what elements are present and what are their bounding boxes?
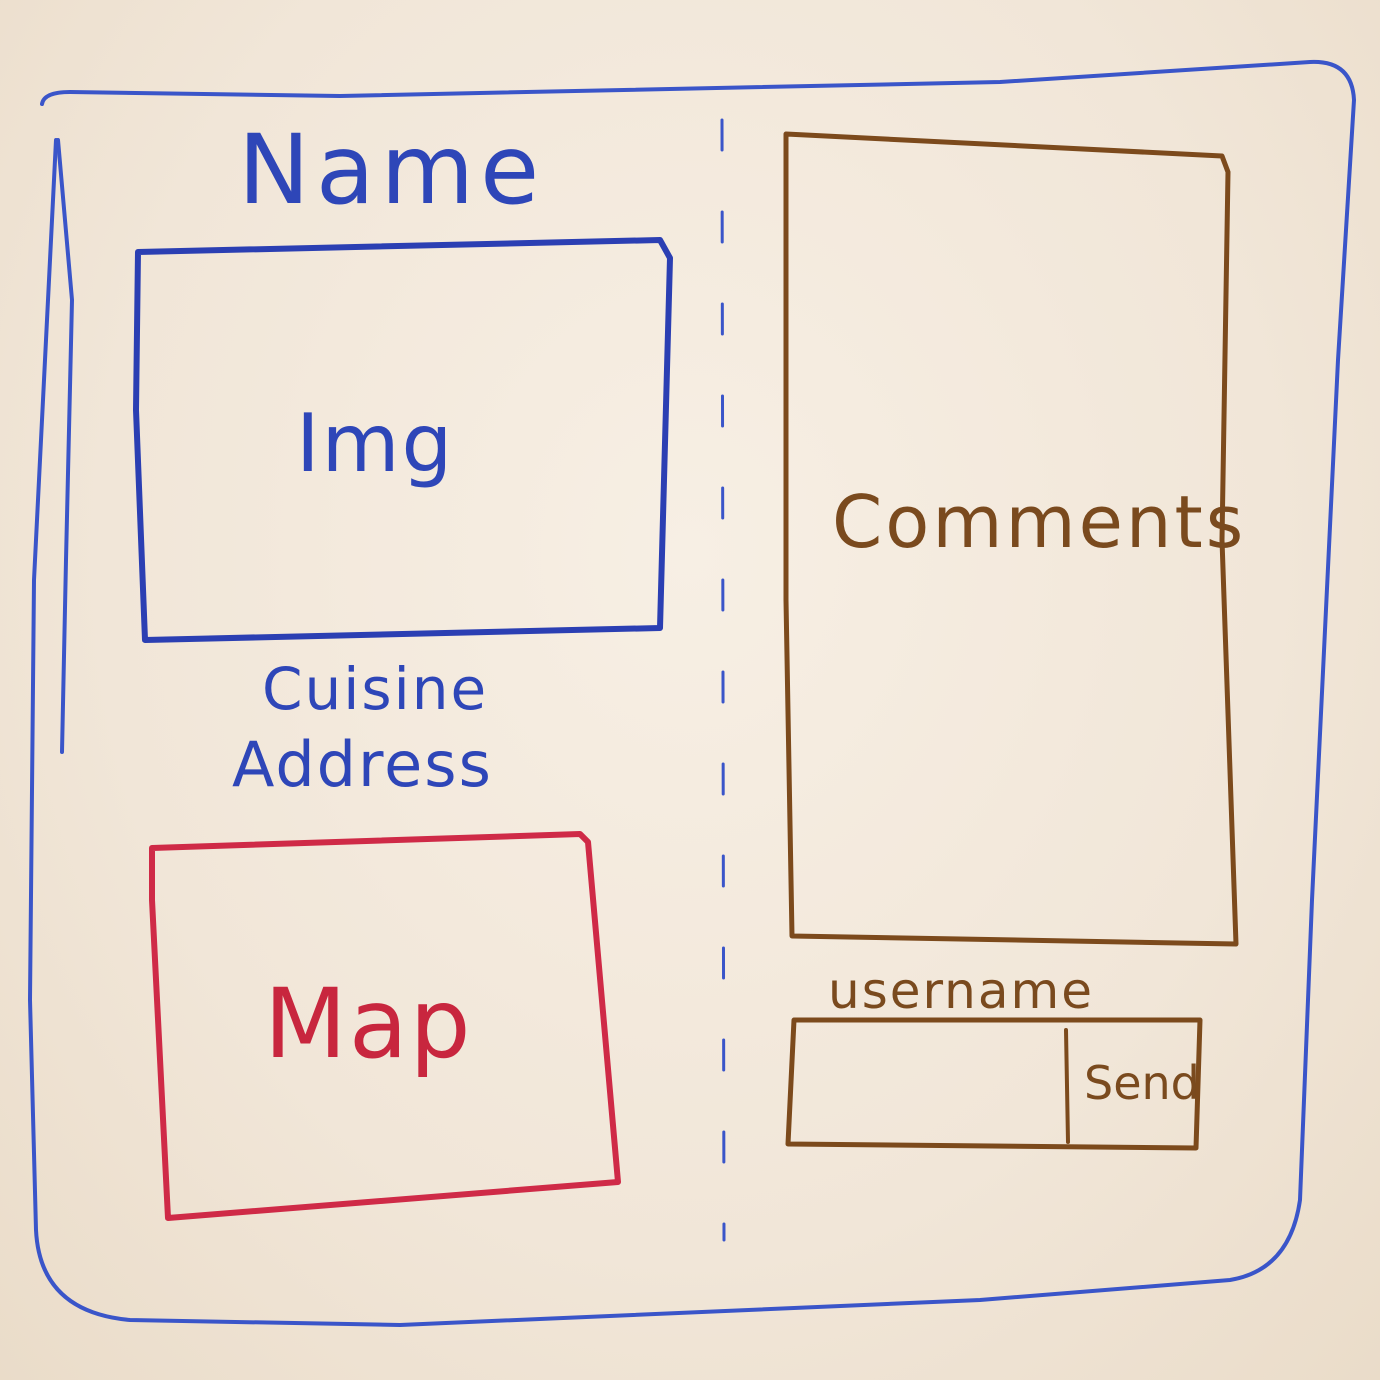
comment-text-input[interactable] [800, 1030, 1060, 1140]
send-button[interactable]: Send [1084, 1056, 1200, 1110]
page-frame [28, 59, 1356, 1327]
map-label: Map [264, 968, 473, 1080]
img-label: Img [296, 397, 455, 490]
cuisine-label: Cuisine [262, 655, 489, 723]
img-box [133, 237, 673, 643]
username-label: username [828, 962, 1094, 1020]
send-divider [1064, 1028, 1070, 1144]
comment-input-box [785, 1017, 1203, 1151]
comments-label: Comments [832, 480, 1247, 564]
map-box [149, 831, 621, 1221]
name-label: Name [238, 114, 546, 226]
dashed-divider [720, 118, 726, 1242]
page-frame-stroke-left [56, 138, 75, 754]
address-label: Address [232, 728, 493, 801]
comments-box [783, 131, 1239, 947]
